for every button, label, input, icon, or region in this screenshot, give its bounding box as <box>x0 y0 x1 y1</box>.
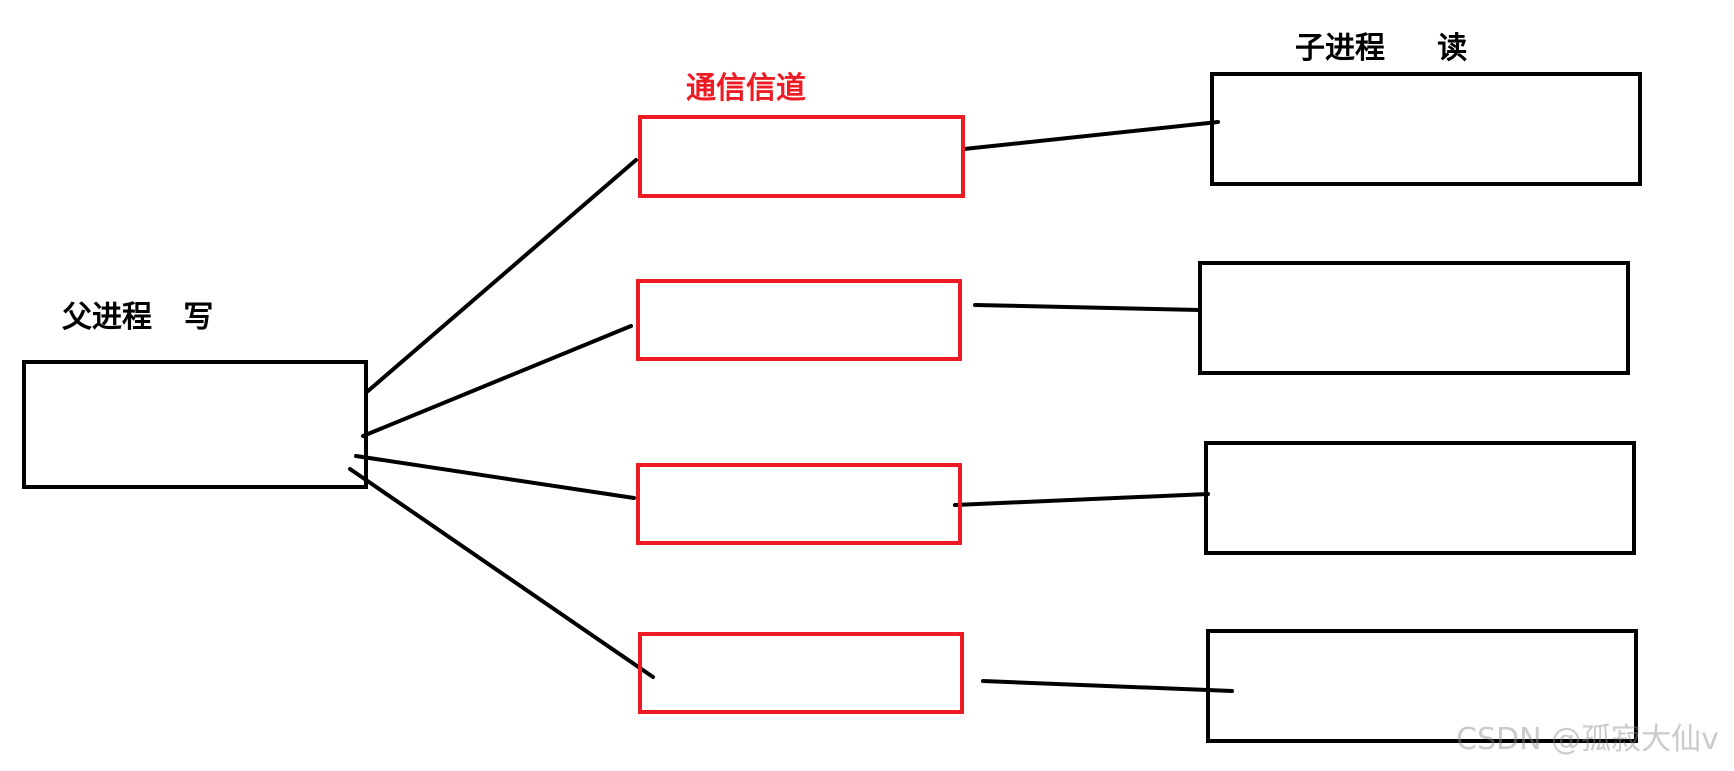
connector-parent-channel-2 <box>361 324 633 438</box>
connector-channel-child-4 <box>981 679 1234 693</box>
watermark: CSDN @孤寂大仙v <box>1456 722 1719 757</box>
parent-process-label: 父进程 写 <box>62 300 214 335</box>
child-process-box-2 <box>1198 261 1630 375</box>
child-process-box-4 <box>1206 629 1638 743</box>
channel-box-2 <box>636 279 962 361</box>
child-process-label: 子进程 读 <box>1295 31 1468 66</box>
connector-parent-channel-1 <box>366 158 638 393</box>
connector-parent-channel-4 <box>348 467 655 679</box>
channel-box-3 <box>636 463 962 545</box>
connector-channel-child-1 <box>962 120 1220 151</box>
connector-channel-child-2 <box>973 303 1202 312</box>
connector-channel-child-3 <box>953 492 1210 507</box>
channel-box-4 <box>638 632 964 714</box>
child-process-box-1 <box>1210 72 1642 186</box>
parent-process-box <box>22 360 368 489</box>
child-process-box-3 <box>1204 441 1636 555</box>
connector-parent-channel-3 <box>354 454 636 500</box>
channel-box-1 <box>638 115 965 198</box>
channel-label: 通信信道 <box>686 71 806 106</box>
